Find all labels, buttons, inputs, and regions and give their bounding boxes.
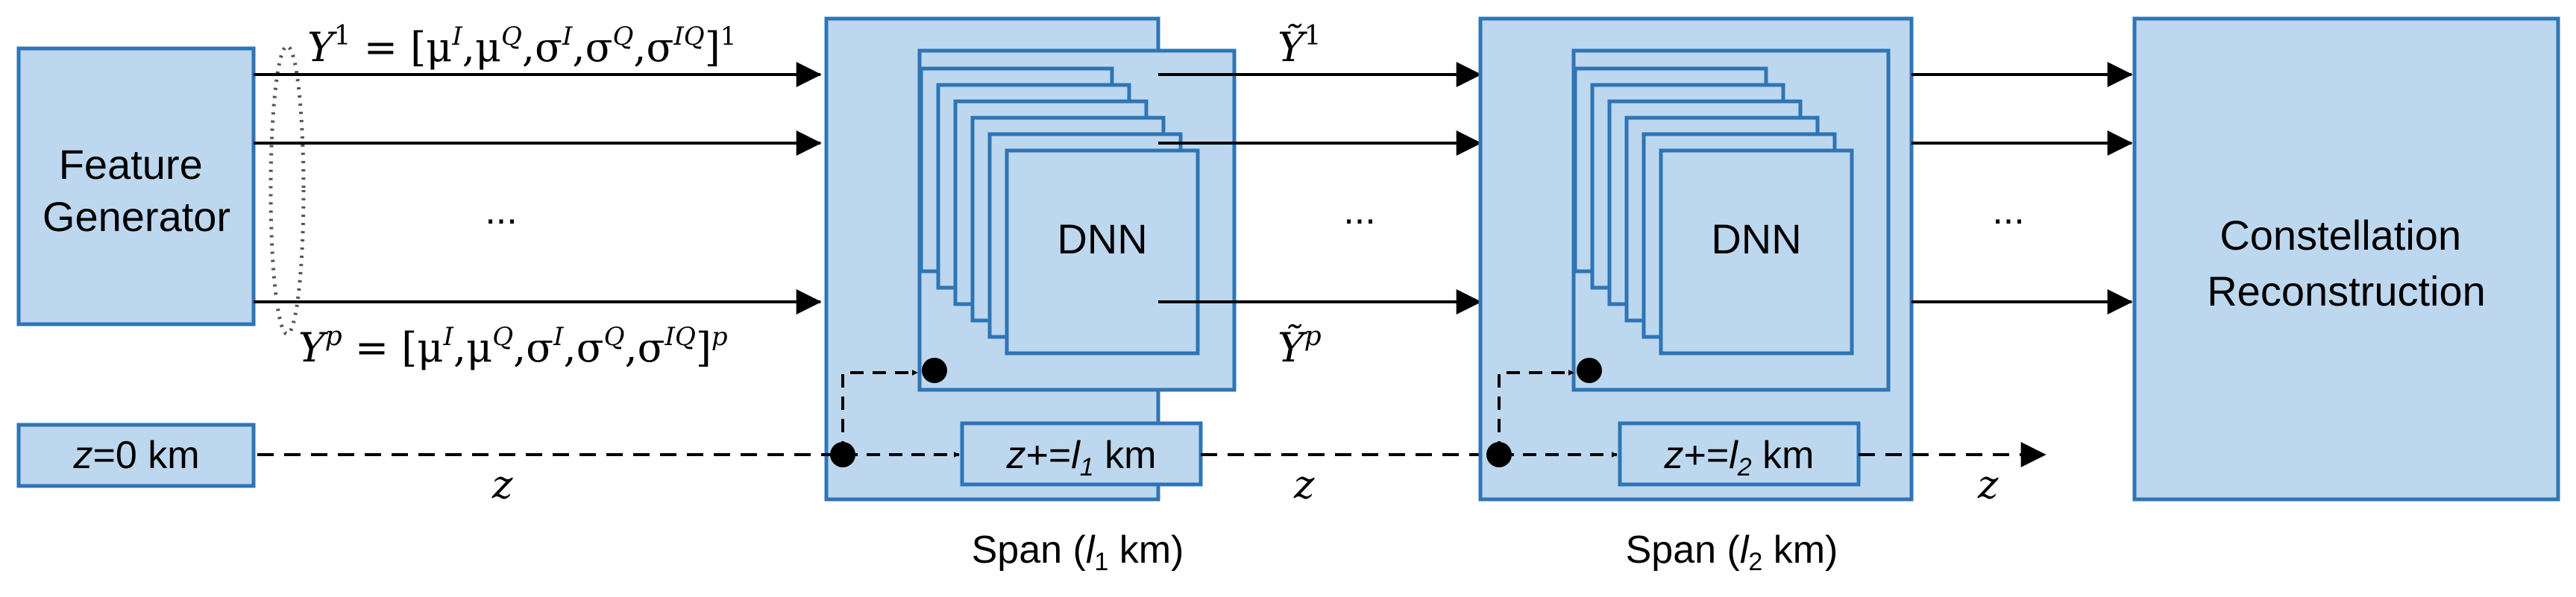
span2-caption: Span (l2 km) [1626,528,1838,576]
constellation-reconstruction-box [2132,16,2560,502]
ellipsis-mid: ... [1343,189,1375,233]
z-init-box [16,423,256,488]
span1-z-update-box [960,421,1203,487]
span2-dnn-label: DNN [1711,215,1801,262]
span1-z-update-label: z+=l1 km [1006,434,1157,481]
span1-z-to-dnn [841,370,918,455]
span2-z-update-label: z+=l2 km [1664,434,1815,481]
yp-equation: Yp = [μI,μQ,σI,σQ,σIQ]p [298,321,728,371]
feature-group-ellipse [268,44,306,336]
span2-dnn-layer-6 [1659,148,1854,356]
z-label-3: z [1977,463,1999,508]
span1-dnn-input-node [922,358,947,383]
z-label-1: z [491,463,513,508]
ytilde1-label: Ỹ1 [1278,21,1322,71]
span2-z-to-dnn [1498,370,1574,455]
feature-generator-box [16,46,256,326]
span1-dnn-layer-6 [1005,148,1200,356]
z-label-2: z [1293,463,1315,508]
ellipsis-out: ... [1992,189,2024,233]
ytildep-label: Ỹp [1278,321,1322,371]
y1-equation: Y1 = [μI,μQ,σI,σQ,σIQ]1 [307,21,736,71]
ellipsis-input: ... [485,189,517,233]
span1-dnn-label: DNN [1057,215,1147,262]
span2-dnn-input-node [1577,358,1602,383]
feature-generator-label: Feature Generator [43,141,230,240]
z-init-label: z=0 km [72,434,199,477]
span2-z-update-box [1618,421,1861,487]
span1-caption: Span (l1 km) [972,528,1184,576]
constellation-reconstruction-label: Constellation Reconstruction [2207,212,2486,315]
